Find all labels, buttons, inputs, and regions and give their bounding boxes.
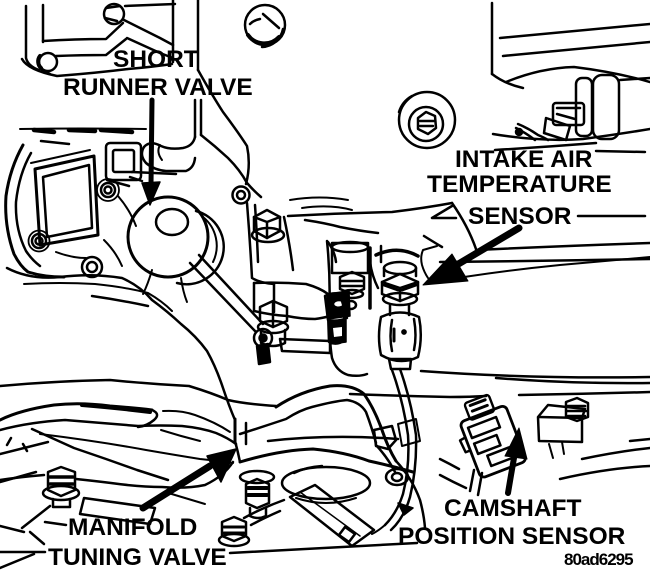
svg-text:MANIFOLD: MANIFOLD <box>68 514 197 541</box>
svg-text:CAMSHAFT: CAMSHAFT <box>444 495 581 522</box>
svg-text:SENSOR: SENSOR <box>468 203 572 230</box>
svg-text:POSITION SENSOR: POSITION SENSOR <box>398 523 626 550</box>
svg-text:RUNNER VALVE: RUNNER VALVE <box>63 74 253 101</box>
svg-text:INTAKE AIR: INTAKE AIR <box>455 146 593 173</box>
svg-text:TUNING VALVE: TUNING VALVE <box>48 544 227 571</box>
svg-text:80ad6295: 80ad6295 <box>564 550 633 569</box>
svg-text:SHORT: SHORT <box>113 46 199 73</box>
svg-text:TEMPERATURE: TEMPERATURE <box>427 171 612 198</box>
